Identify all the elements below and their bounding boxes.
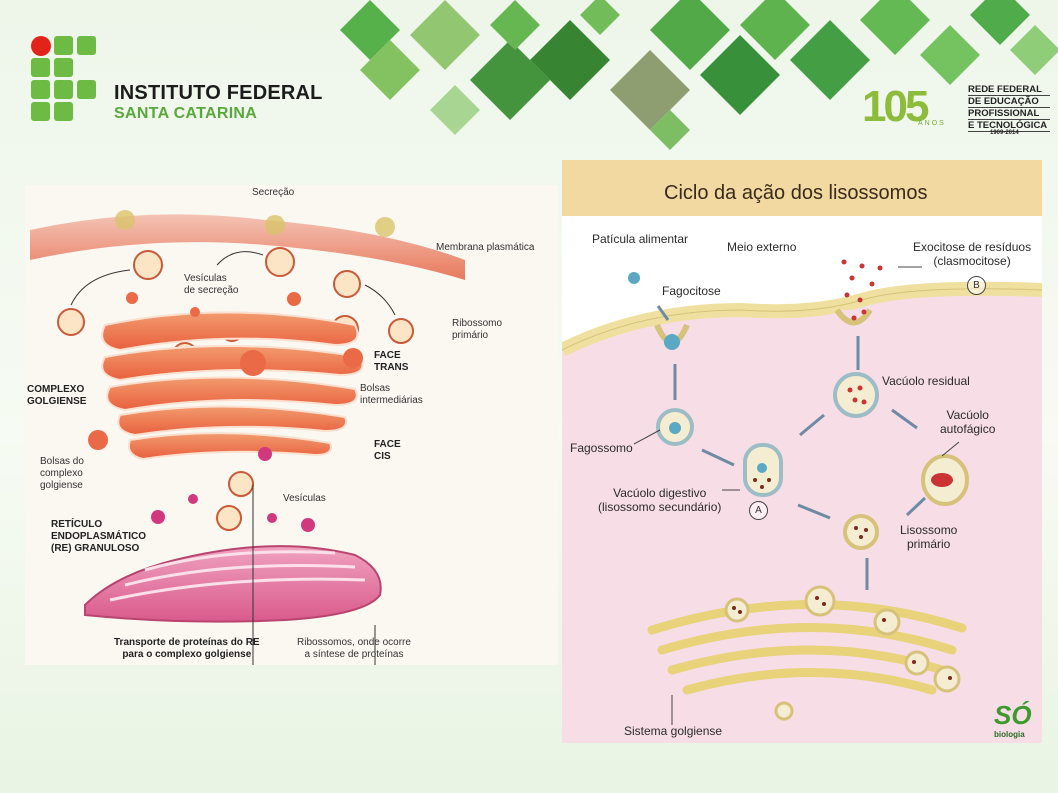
golgi-illustration (30, 210, 465, 665)
institution-subtitle: SANTA CATARINA (114, 105, 258, 122)
lysosome-title-bar: Ciclo da ação dos lisossomos (562, 160, 1042, 216)
marker-b: B (967, 276, 986, 295)
so-biologia-logo: SÓ biologia (994, 700, 1032, 739)
vesiculas-label: Vesículas (283, 493, 326, 504)
institution-title: INSTITUTO FEDERAL (114, 82, 323, 104)
anniversary-number: 105 (862, 82, 929, 131)
fagossomo-label: Fagossomo (570, 441, 633, 455)
exocitose-label: Exocitose de resíduos(clasmocitose) (913, 240, 1032, 268)
lysosome-title: Ciclo da ação dos lisossomos (664, 182, 928, 204)
lysosome-illustration (562, 216, 1042, 725)
rede-years: 1909-2014 (990, 130, 1019, 136)
particula-alimentar-label: Patícula alimentar (592, 232, 689, 246)
vacuolo-digestivo-label: Vacúolo digestivo(lisossomo secundário) (598, 486, 722, 514)
sistema-golgiense-label: Sistema golgiense (624, 724, 723, 738)
if-logo (31, 36, 97, 122)
meio-externo-label: Meio externo (727, 240, 797, 254)
fagocitose-label: Fagocitose (662, 284, 721, 298)
vacuolo-residual-label: Vacúolo residual (882, 374, 970, 388)
biologia-logo-text: biologia (994, 730, 1025, 739)
photo-mosaic (340, 0, 1058, 150)
logo-red-dot (31, 36, 51, 56)
anniversary-anos: ANOS (918, 120, 946, 127)
lysosome-cycle-diagram: Ciclo da ação dos lisossomos (562, 160, 1042, 743)
marker-a: A (749, 501, 768, 520)
rede-federal-label: REDE FEDERAL DE EDUCAÇÃO PROFISSIONAL E … (968, 84, 1050, 132)
secrecao-label: Secreção (252, 187, 295, 198)
membrana-label: Membrana plasmática (436, 242, 535, 253)
